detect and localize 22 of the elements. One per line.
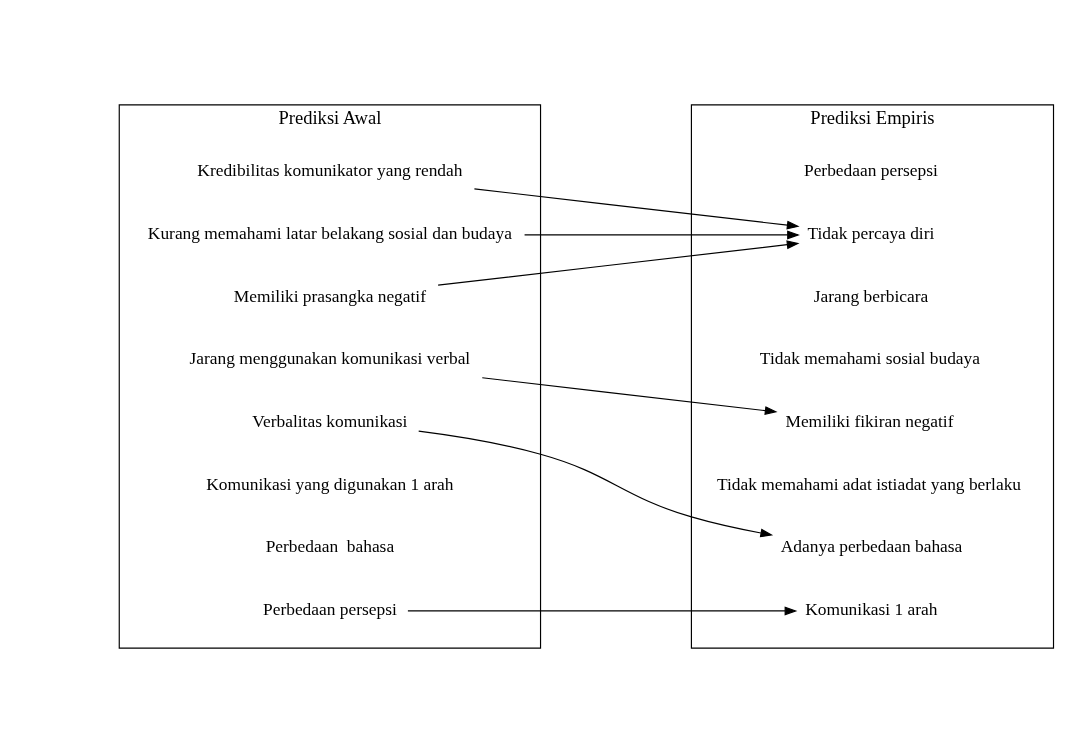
arrow — [473, 187, 800, 230]
node-text: Kurang memahami latar belakang sosial dan budaya — [147, 222, 512, 243]
node-text: Perbedaan persepsi — [803, 159, 938, 180]
node-text: Tidak memahami adat istiadat yang berlaku — [716, 473, 1022, 494]
node-text: Tidak memahami sosial budaya — [759, 347, 980, 368]
arrow — [481, 376, 778, 415]
node-text: Komunikasi yang digunakan 1 arah — [206, 473, 454, 494]
node-text: Perbedaan bahasa — [265, 535, 395, 556]
node-text: Adanya perbedaan bahasa — [780, 535, 963, 556]
node-text: Jarang berbicara — [813, 285, 929, 306]
node-text: Verbalitas komunikasi — [252, 410, 408, 431]
node-text: Komunikasi 1 arah — [805, 598, 938, 619]
node-text: Tidak percaya diri — [807, 222, 935, 243]
arrow — [407, 605, 798, 615]
node-text: Memiliki fikiran negatif — [785, 410, 954, 431]
arrow — [437, 239, 800, 286]
arrow — [524, 229, 800, 239]
node-text: Jarang menggunakan komunikasi verbal — [189, 347, 471, 368]
node-text: Memiliki prasangka negatif — [233, 285, 427, 306]
arrow — [418, 430, 774, 537]
node-text: Kredibilitas komunikator yang rendah — [197, 159, 463, 180]
node-text: Perbedaan persepsi — [263, 598, 397, 619]
